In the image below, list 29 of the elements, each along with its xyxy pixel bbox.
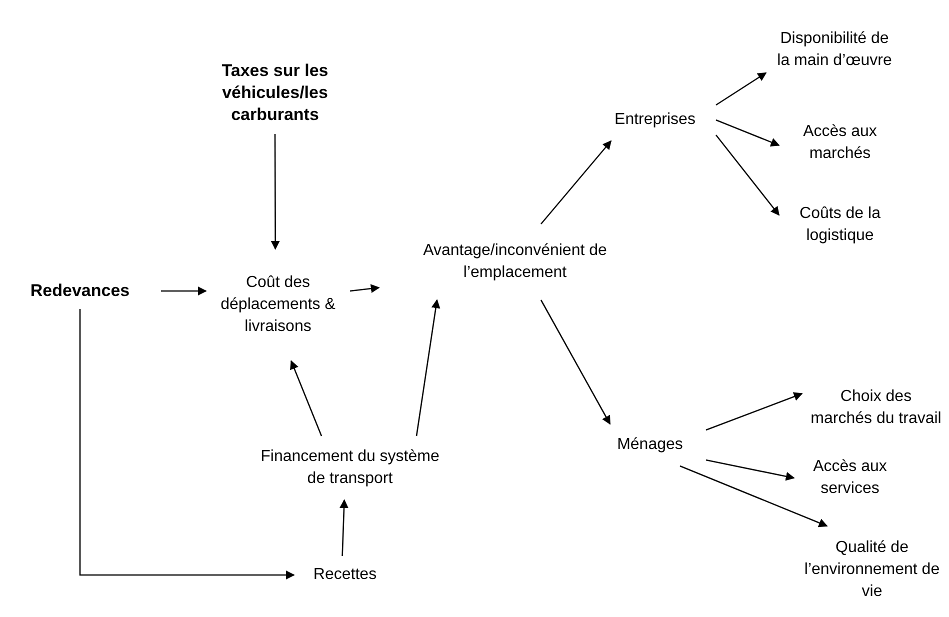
arrow xyxy=(706,392,803,431)
node-label: Financement du système de transport xyxy=(255,442,445,494)
node-label: Qualité de l’environnement de vie xyxy=(797,532,947,608)
arrow xyxy=(540,140,612,224)
node-label: Redevances xyxy=(5,279,155,303)
node-label: Ménages xyxy=(600,430,700,460)
arrow xyxy=(716,72,767,106)
node-label: Accès aux marchés xyxy=(785,120,895,166)
node-label: Coût des déplacements & livraisons xyxy=(212,255,344,355)
node-label: Choix des marchés du travail xyxy=(808,372,944,444)
arrow xyxy=(340,499,348,556)
node-label: Recettes xyxy=(300,562,390,588)
arrow xyxy=(79,309,295,580)
node-label: Taxes sur les véhicules/les carburants xyxy=(190,58,360,128)
arrow xyxy=(540,300,611,425)
arrow xyxy=(290,360,322,436)
arrow xyxy=(416,299,440,436)
arrow xyxy=(680,465,828,528)
arrow xyxy=(715,134,780,216)
node-label: Avantage/inconvénient de l’emplacement xyxy=(385,230,645,294)
arrow xyxy=(350,284,380,294)
node-label: Accès aux services xyxy=(800,455,900,501)
arrow xyxy=(161,286,207,296)
node-label: Entreprises xyxy=(600,105,710,135)
arrow xyxy=(270,134,280,250)
node-label: Coûts de la logistique xyxy=(785,200,895,250)
node-label: Disponibilité de la main d’œuvre xyxy=(772,12,897,88)
arrow xyxy=(716,119,780,146)
arrow xyxy=(706,459,795,481)
